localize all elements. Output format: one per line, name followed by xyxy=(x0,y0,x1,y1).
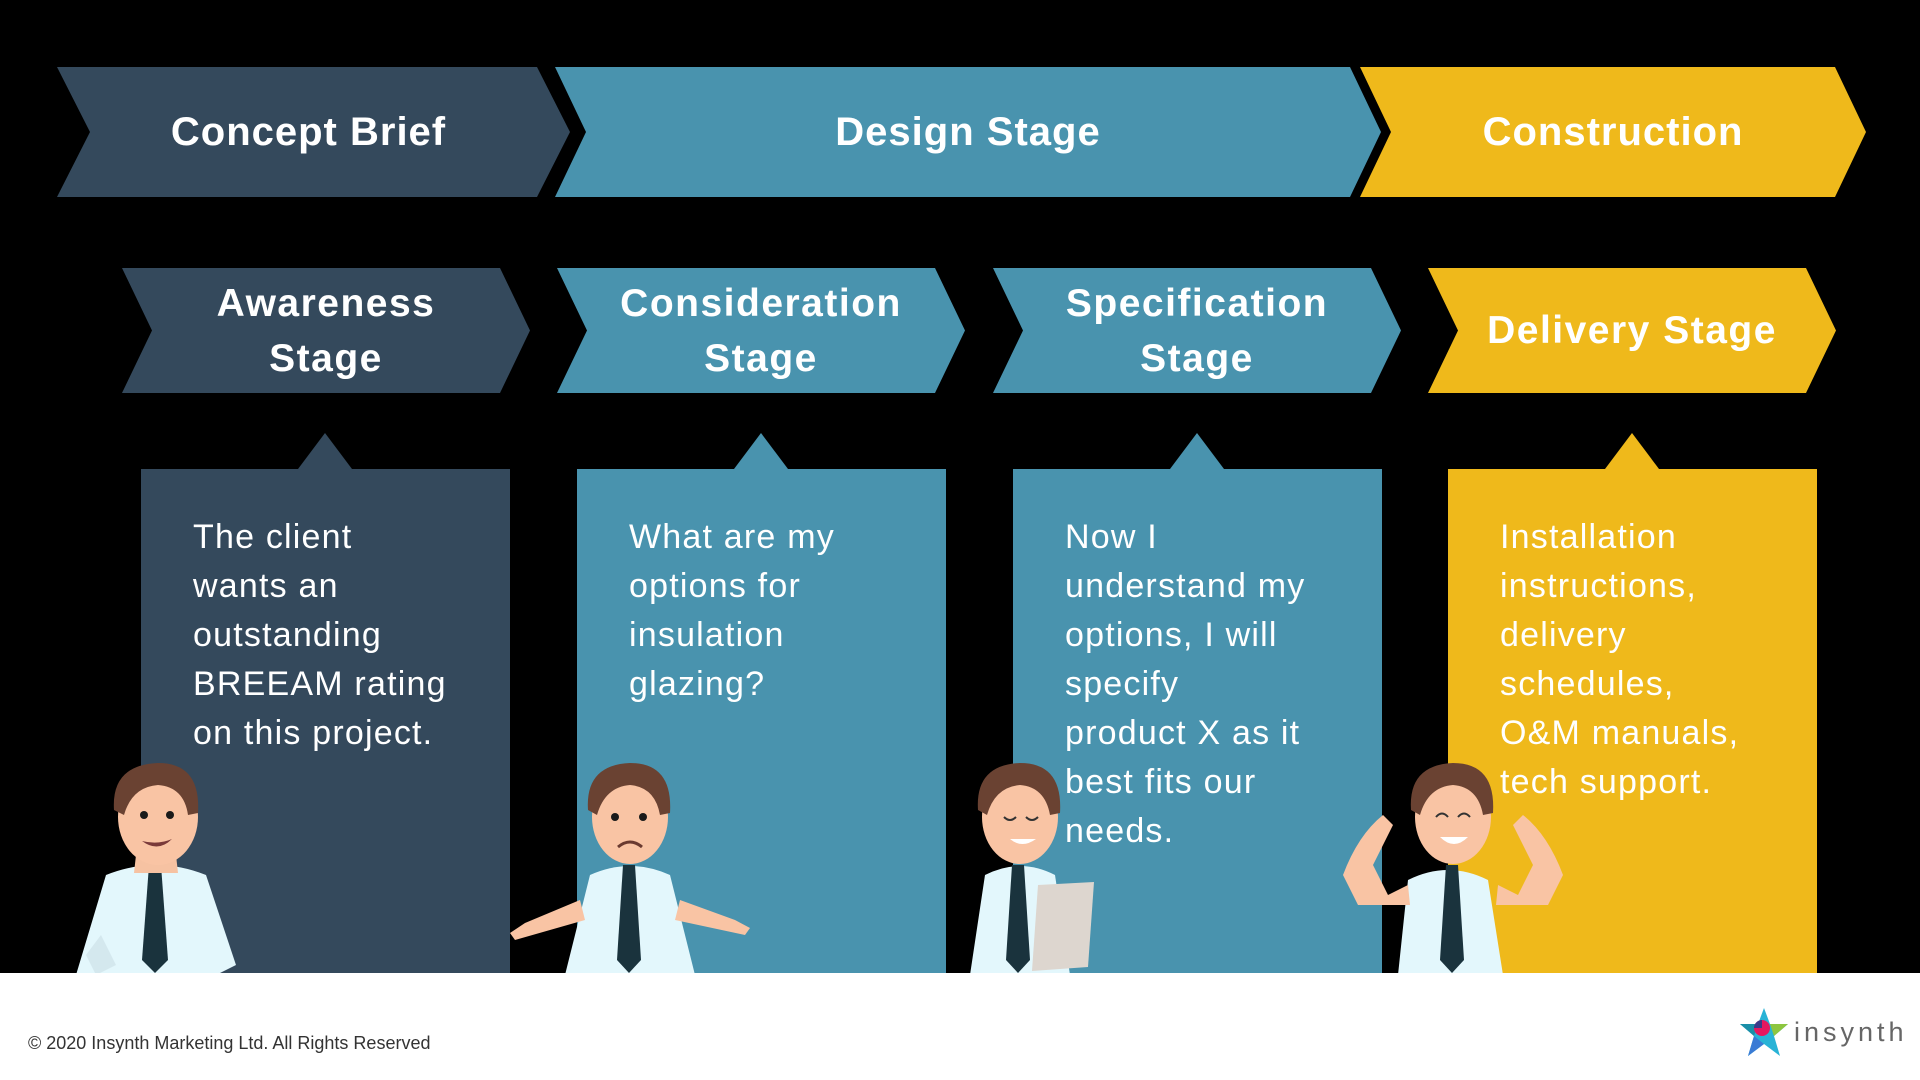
phase-label: Design Stage xyxy=(835,109,1101,154)
logo-text: insynth xyxy=(1794,1016,1908,1047)
callout-text: Now I understand my options, I will spec… xyxy=(1065,518,1306,850)
callout-pointer xyxy=(734,433,788,469)
stage-specification: Specification Stage xyxy=(993,268,1401,393)
callout-text: Installation instructions, delivery sche… xyxy=(1500,518,1740,801)
phase-label: Concept Brief xyxy=(170,109,447,154)
callout-text: The client wants an outstanding BREEAM r… xyxy=(193,518,447,752)
stage-label-line2: Stage xyxy=(1140,336,1254,380)
stage-label-line2: Stage xyxy=(269,336,383,380)
stage-delivery: Delivery Stage xyxy=(1428,268,1836,393)
person-reading-document-illustration xyxy=(970,763,1094,975)
callout-pointer xyxy=(298,433,352,469)
happy-talking-person-illustration xyxy=(76,763,236,975)
celebrating-person-illustration xyxy=(1343,763,1563,975)
phase-label: Construction xyxy=(1482,109,1744,154)
confused-shrugging-person-illustration xyxy=(510,763,750,975)
stage-consideration: Consideration Stage xyxy=(557,268,965,393)
star-logo-icon xyxy=(1740,1008,1788,1056)
callout-pointer xyxy=(1605,433,1659,469)
stage-label-line2: Stage xyxy=(704,336,818,380)
callout-pointer xyxy=(1170,433,1224,469)
stage-label-line1: Specification xyxy=(1065,281,1329,325)
phase-construction: Construction xyxy=(1360,67,1866,197)
insynth-logo: insynth xyxy=(1738,1006,1908,1058)
stage-awareness: Awareness Stage xyxy=(122,268,530,393)
stage-label-line1: Delivery Stage xyxy=(1487,309,1777,352)
delivery-callout: Installation instructions, delivery sche… xyxy=(1448,433,1817,973)
footer xyxy=(0,973,1920,1080)
stage-label-line1: Awareness xyxy=(216,281,436,325)
stage-label-line1: Consideration xyxy=(620,281,902,325)
phase-design-stage: Design Stage xyxy=(555,67,1381,197)
copyright-text: © 2020 Insynth Marketing Ltd. All Rights… xyxy=(28,1033,431,1053)
callout-text: What are my options for insulation glazi… xyxy=(629,518,835,703)
phase-concept-brief: Concept Brief xyxy=(57,67,570,197)
